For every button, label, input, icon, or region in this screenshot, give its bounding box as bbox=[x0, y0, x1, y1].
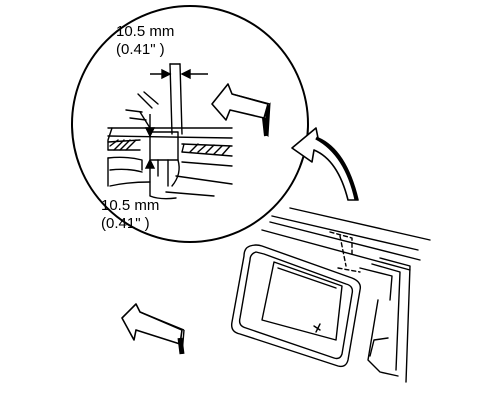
top-dimension-arrows bbox=[150, 68, 208, 80]
curved-callout-arrow-icon bbox=[291, 127, 359, 201]
door-frame-drawing bbox=[230, 207, 431, 383]
detail-mechanism bbox=[107, 63, 233, 200]
top-dimension-metric: 10.5 mm bbox=[116, 23, 175, 40]
top-dimension-label: 10.5 mm (0.41" ) bbox=[116, 23, 174, 59]
detail-arrow-icon bbox=[211, 83, 271, 138]
bottom-dimension-metric: 10.5 mm bbox=[101, 197, 160, 214]
top-dimension-imperial: (0.41" ) bbox=[116, 41, 165, 58]
bottom-dimension-label: 10.5 mm (0.41" ) bbox=[101, 197, 159, 233]
bottom-dimension-imperial: (0.41" ) bbox=[101, 215, 150, 232]
bottom-dimension-arrows bbox=[144, 114, 156, 196]
install-direction-arrow-icon bbox=[121, 303, 185, 355]
